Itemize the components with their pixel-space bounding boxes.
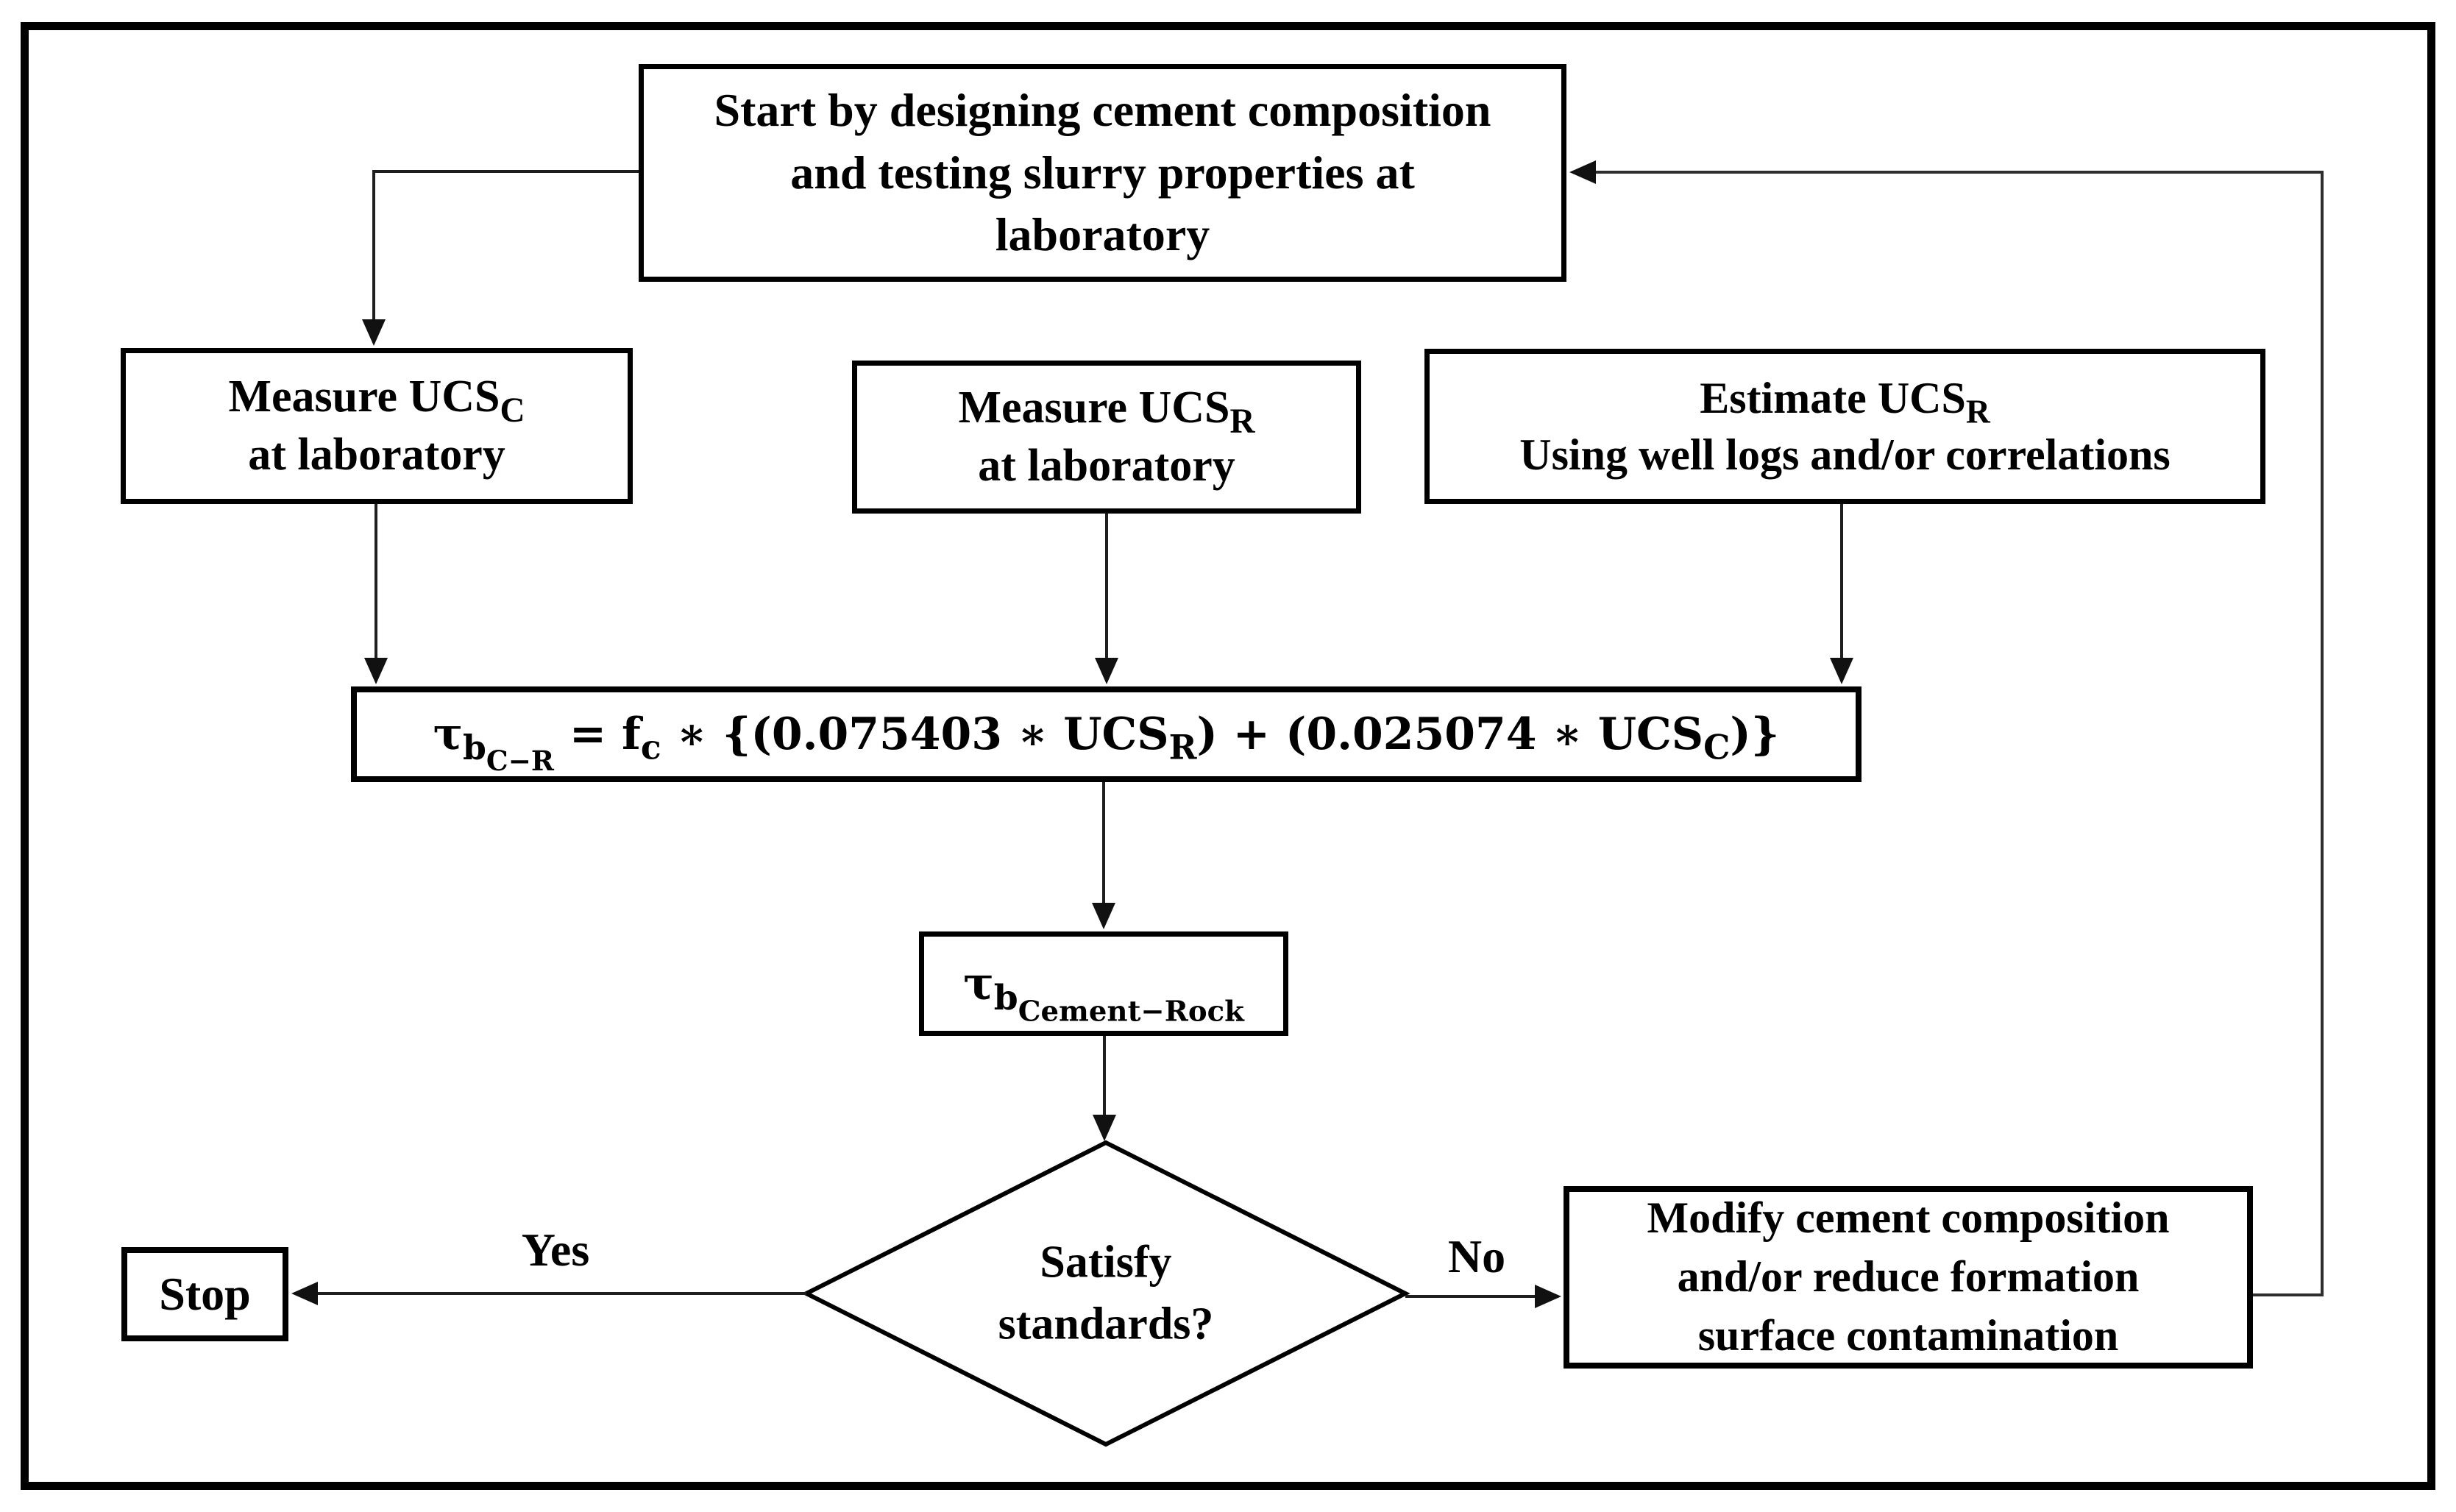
tau-cement-rock-label: τbCement−Rock [963, 956, 1244, 1029]
terminator-box-stop-label: Stop [159, 1268, 251, 1321]
process-box-start-label: Start by designing cement composition an… [714, 84, 1491, 261]
outer-frame [21, 22, 2435, 1490]
process-box-modify-cement-label: Modify cement composition and/or reduce … [1647, 1193, 2170, 1360]
arrow-start-to-measure-cement [362, 170, 639, 346]
edge-label-yes: Yes [521, 1224, 590, 1276]
decision-diamond-label: Satisfy standards? [998, 1237, 1214, 1349]
process-box-bond-strength-formula: τbC−R = fc ∗ {(0.075403 ∗ UCSR) + (0.025… [351, 686, 1861, 782]
arrow-feedback-modify-to-start [1569, 160, 2324, 1296]
decision-diamond-shape [801, 1140, 1410, 1447]
process-box-start: Start by designing cement composition an… [639, 64, 1566, 282]
terminator-box-stop: Stop [121, 1247, 288, 1341]
process-box-tau-cement-rock: τbCement−Rock [919, 931, 1288, 1036]
bond-strength-formula-text: τbC−R = fc ∗ {(0.075403 ∗ UCSR) + (0.025… [433, 708, 1780, 777]
process-box-modify-cement: Modify cement composition and/or reduce … [1564, 1186, 2253, 1369]
edge-label-no: No [1447, 1230, 1506, 1282]
